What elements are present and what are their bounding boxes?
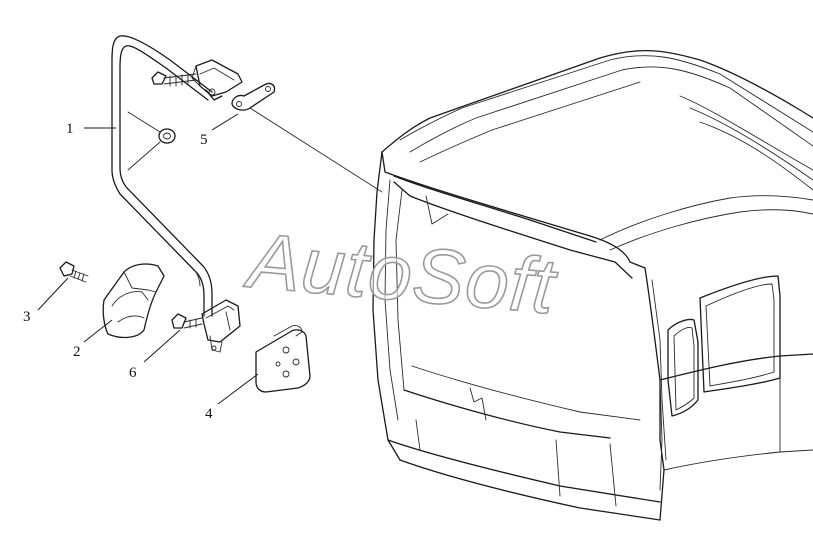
callout-leaders xyxy=(37,113,259,405)
washer xyxy=(158,128,176,144)
callout-3: 3 xyxy=(23,309,31,325)
callout-2: 2 xyxy=(73,344,81,360)
lower-bolt xyxy=(171,313,203,329)
upper-bolt xyxy=(151,71,197,87)
callout-6: 6 xyxy=(129,365,137,381)
lower-mount-bracket xyxy=(201,299,241,353)
callout-5: 5 xyxy=(200,132,208,148)
washer-reference-line xyxy=(127,111,161,133)
cab-body xyxy=(372,49,813,521)
link-plate xyxy=(231,82,276,111)
callout-1: 1 xyxy=(66,121,74,137)
callout-4: 4 xyxy=(205,406,213,422)
mirror-arm-tube xyxy=(111,35,213,317)
upper-hinge-bracket xyxy=(191,59,243,101)
assembly-reference-line xyxy=(249,107,383,193)
mounting-plate xyxy=(255,325,311,393)
small-bolt xyxy=(59,261,89,283)
cover-shield xyxy=(102,263,165,339)
washer-reference-line-2 xyxy=(127,141,161,171)
watermark-text: AutoSoft xyxy=(241,216,561,331)
